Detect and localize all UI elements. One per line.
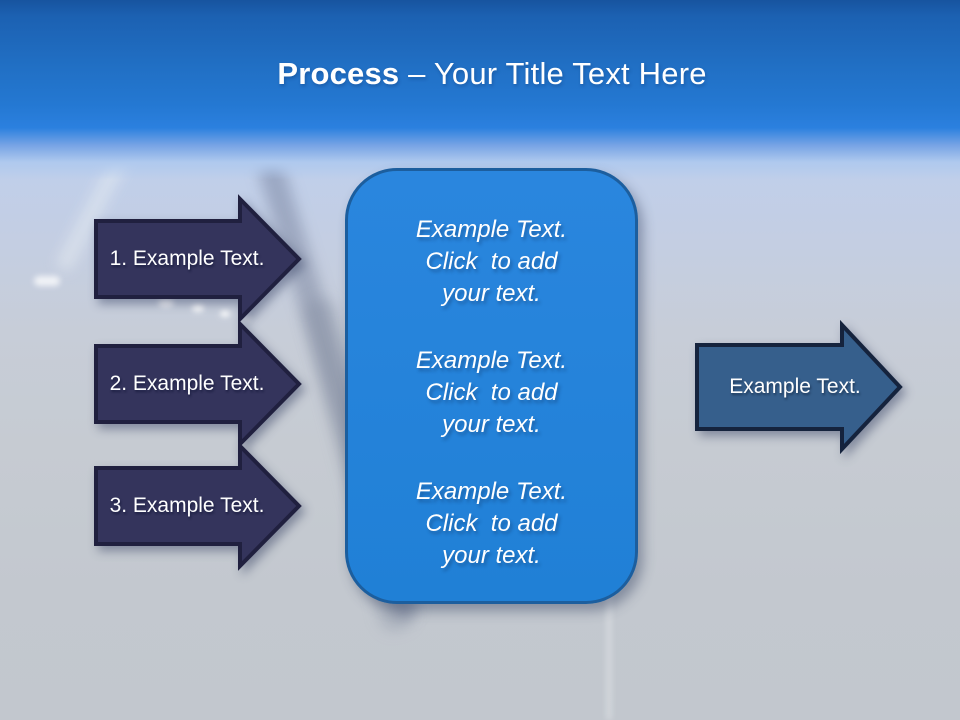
right-arrow-shape-icon [94, 441, 302, 571]
background-highlight [34, 276, 60, 286]
title-emphasis: Process [277, 56, 400, 91]
placeholder-paragraph-2[interactable]: Example Text. Click to add your text. [416, 345, 567, 441]
process-arrow-3[interactable]: 3. Example Text. [94, 441, 302, 571]
right-arrow-shape-icon [94, 319, 302, 449]
placeholder-line: your text. [442, 280, 541, 307]
title-rest: – Your Title Text Here [399, 56, 707, 91]
process-arrow-2[interactable]: 2. Example Text. [94, 319, 302, 449]
placeholder-paragraph-1[interactable]: Example Text. Click to add your text. [416, 214, 567, 310]
process-arrow-1-label: 1. Example Text. [109, 247, 265, 270]
placeholder-paragraph-3[interactable]: Example Text. Click to add your text. [416, 476, 567, 572]
process-arrow-right-label: Example Text. [729, 375, 861, 398]
placeholder-line: Example Text. [415, 478, 568, 505]
title-bar: Process – Your Title Text Here [0, 0, 960, 180]
center-text-box[interactable]: Example Text. Click to add your text. Ex… [345, 168, 638, 604]
process-arrow-1[interactable]: 1. Example Text. [94, 194, 302, 324]
right-arrow-shape-icon [695, 319, 903, 455]
placeholder-line: your text. [442, 542, 541, 569]
placeholder-line: Click to add [425, 248, 558, 275]
right-arrow-shape-icon [94, 194, 302, 324]
process-arrow-3-label: 3. Example Text. [109, 494, 265, 517]
process-arrow-right[interactable]: Example Text. [695, 319, 903, 455]
placeholder-line: your text. [442, 411, 541, 438]
placeholder-line: Click to add [425, 379, 558, 406]
process-arrow-2-label: 2. Example Text. [109, 372, 265, 395]
slide-title: Process – Your Title Text Here [12, 54, 960, 94]
placeholder-line: Example Text. [415, 347, 568, 374]
placeholder-line: Click to add [425, 510, 558, 537]
placeholder-line: Example Text. [415, 216, 568, 243]
